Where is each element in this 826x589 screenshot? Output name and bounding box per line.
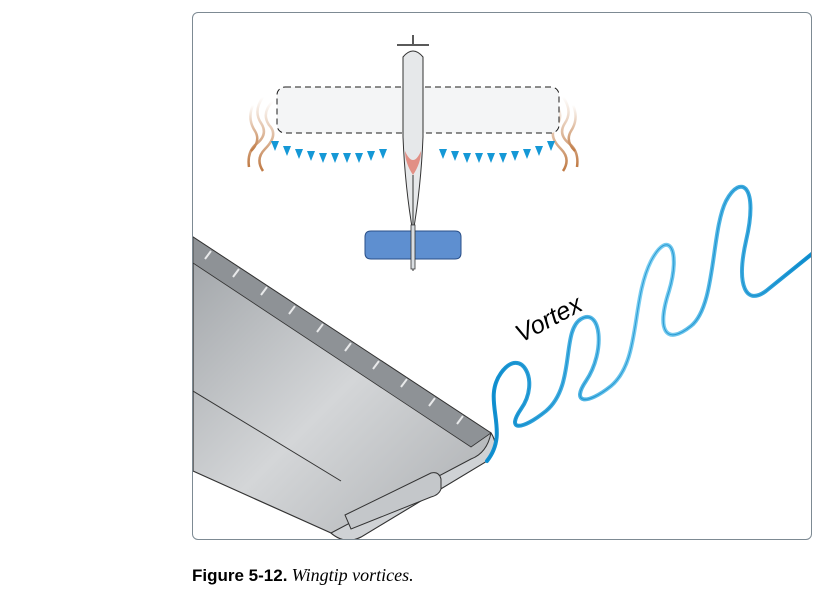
figure-caption: Figure 5-12. Wingtip vortices. [192,565,414,586]
downwash-arrows-right [440,13,554,156]
wing-icon [193,236,496,539]
wingtip-vortices-illustration: Vortex [193,13,811,539]
figure-caption-text: Wingtip vortices. [291,565,414,585]
figure-number: Figure 5-12. [192,566,288,585]
figure-frame: Vortex [192,12,812,540]
vortex-spiral-icon [485,184,811,463]
airplane-top-view-icon [247,13,579,271]
downwash-arrows-left [272,13,386,156]
tail-stabilizer [364,224,462,270]
fuselage [397,35,429,271]
vortex-label: Vortex [511,289,588,348]
downwash-arrowheads [271,141,555,163]
upwash-curls [247,96,579,172]
